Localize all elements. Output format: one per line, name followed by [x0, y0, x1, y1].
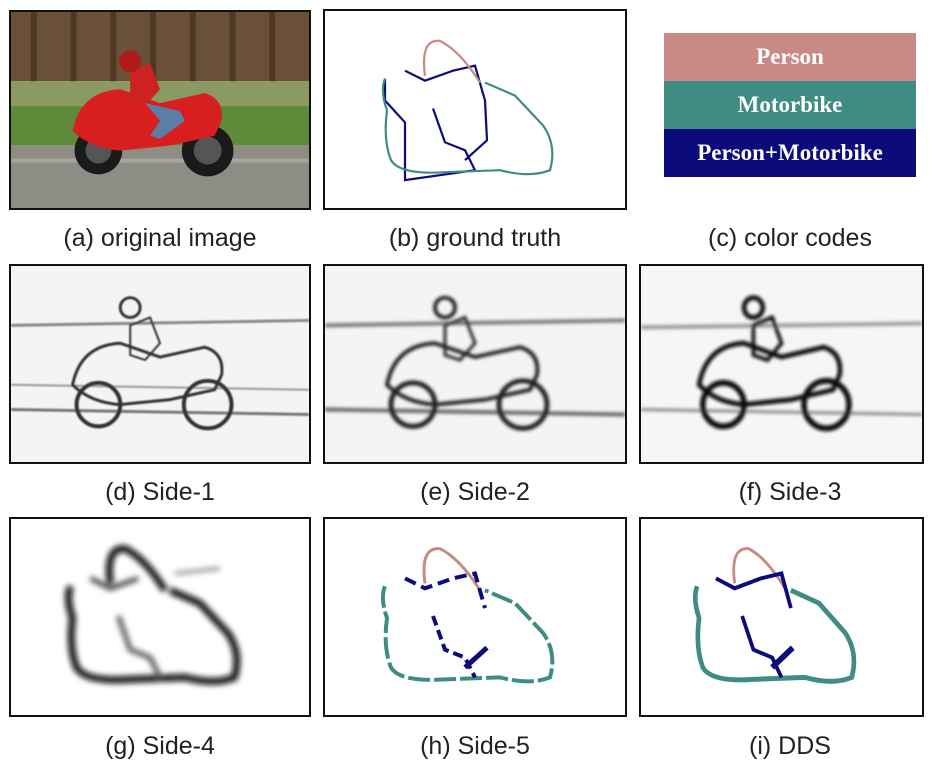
side-4-edge-map [11, 519, 309, 715]
caption-i: (i) DDS [749, 732, 831, 760]
side-1-edge-map [11, 266, 309, 462]
legend-person-motorbike: Person+Motorbike [664, 129, 916, 177]
side-1-panel [9, 264, 311, 464]
legend-motorbike: Motorbike [664, 81, 916, 129]
legend-person: Person [664, 33, 916, 81]
caption-b: (b) ground truth [388, 224, 562, 252]
caption-e: (e) Side-2 [420, 478, 530, 506]
dds-panel [639, 517, 924, 717]
ground-truth-contours [381, 39, 554, 182]
side-4-panel [9, 517, 311, 717]
caption-c: (c) color codes [708, 224, 872, 252]
caption-d: (d) Side-1 [105, 478, 215, 506]
motorcyclist-photo [11, 12, 309, 208]
caption-g: (g) Side-4 [105, 732, 215, 760]
original-image-panel [9, 10, 311, 210]
dds-contours [692, 547, 857, 684]
caption-a: (a) original image [63, 224, 257, 252]
caption-h: (h) Side-5 [420, 732, 530, 760]
side-2-edge-map [325, 266, 625, 462]
side-3-edge-map [641, 266, 922, 462]
ground-truth-panel [323, 9, 627, 210]
caption-f: (f) Side-3 [738, 478, 842, 506]
color-code-legend: Person Motorbike Person+Motorbike [664, 33, 916, 177]
side-5-panel [323, 517, 627, 717]
side-3-panel [639, 264, 924, 464]
side-5-contours [380, 547, 555, 684]
side-2-panel [323, 264, 627, 464]
